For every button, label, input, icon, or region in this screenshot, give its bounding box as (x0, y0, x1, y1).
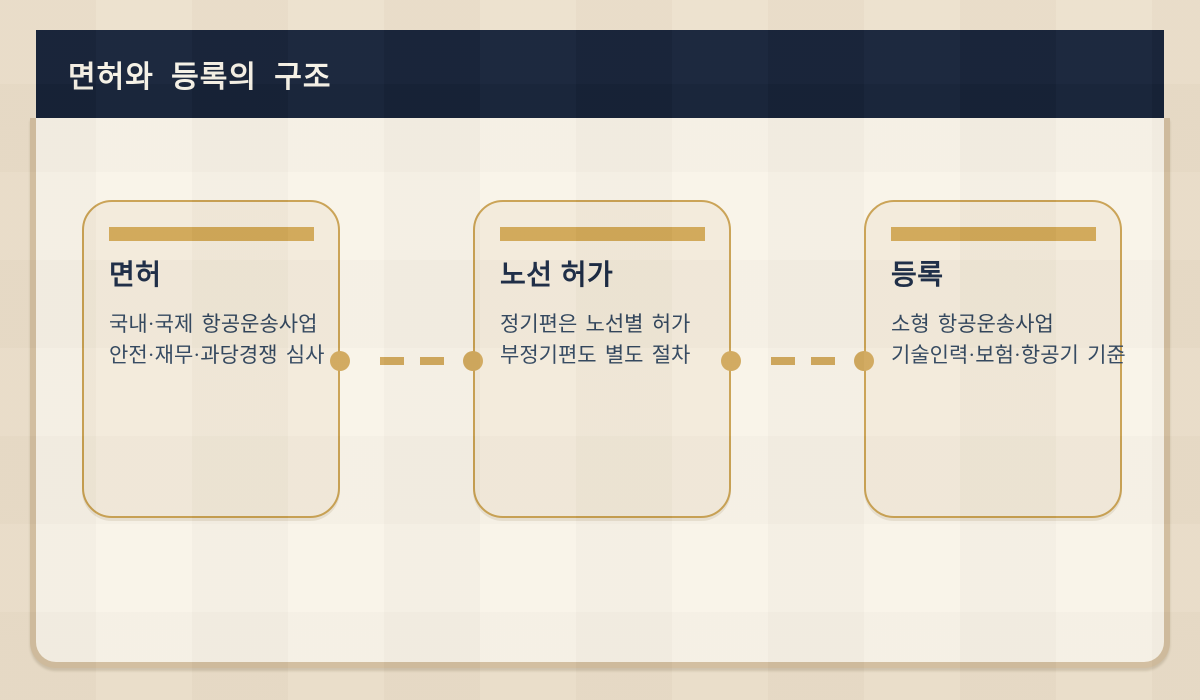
card-license: 면허 국내·국제 항공운송사업 안전·재무·과당경쟁 심사 (82, 200, 340, 518)
slide-sheet: 면허와 등록의 구조 면허 국내·국제 항공운송사업 안전·재무·과당경쟁 심사… (30, 30, 1170, 668)
card-line: 안전·재무·과당경쟁 심사 (109, 343, 325, 367)
connector-dash (771, 357, 795, 365)
card-accent-bar (500, 227, 705, 241)
content-panel: 면허 국내·국제 항공운송사업 안전·재무·과당경쟁 심사 노선 허가 정기편은… (30, 118, 1170, 668)
card-title: 등록 (891, 259, 944, 290)
connector-dot (463, 351, 483, 371)
card-line: 부정기편도 별도 절차 (500, 343, 691, 367)
card-line: 소형 항공운송사업 (891, 312, 1054, 336)
connector-dash (420, 357, 444, 365)
card-line: 정기편은 노선별 허가 (500, 312, 691, 336)
card-accent-bar (891, 227, 1096, 241)
card-accent-bar (109, 227, 314, 241)
card-registration: 등록 소형 항공운송사업 기술인력·보험·항공기 기준 (864, 200, 1126, 518)
card-route-permit: 노선 허가 정기편은 노선별 허가 부정기편도 별도 절차 (473, 200, 731, 518)
card-title: 노선 허가 (500, 259, 614, 290)
card-line: 기술인력·보험·항공기 기준 (891, 343, 1126, 367)
connector-dot (330, 351, 350, 371)
connector-dot (854, 351, 874, 371)
connector-dot (721, 351, 741, 371)
header-bar: 면허와 등록의 구조 (36, 30, 1164, 118)
connector-dash (380, 357, 404, 365)
card-line: 국내·국제 항공운송사업 (109, 312, 318, 336)
connector-dash (811, 357, 835, 365)
card-title: 면허 (109, 259, 162, 290)
page-title: 면허와 등록의 구조 (68, 61, 332, 94)
